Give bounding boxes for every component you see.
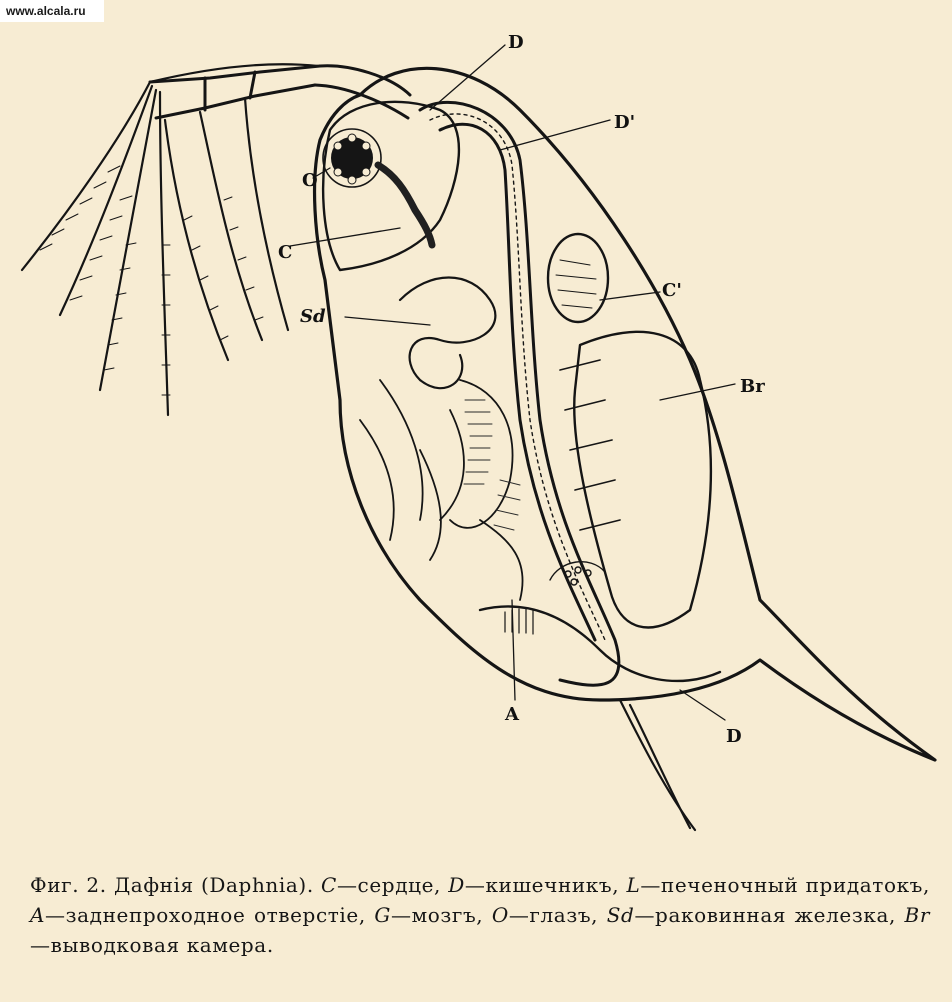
caption-text: —раковинная железка, bbox=[634, 903, 896, 927]
caption-text: —кишечникъ, bbox=[465, 873, 619, 897]
caption-key: L bbox=[626, 873, 640, 897]
label-d-right: D' bbox=[614, 112, 635, 133]
caption-text: —глазъ, bbox=[509, 903, 598, 927]
brood-partitions bbox=[560, 360, 620, 530]
tail-spine-right bbox=[630, 705, 690, 828]
label-a: A bbox=[504, 704, 520, 725]
caption-key: C bbox=[321, 873, 337, 897]
brain bbox=[378, 165, 432, 245]
postabdomen bbox=[480, 606, 720, 681]
shell-gland bbox=[400, 278, 495, 389]
heart bbox=[548, 234, 608, 322]
tail-spine-left bbox=[620, 700, 695, 830]
postabdomen-ridges bbox=[505, 609, 533, 634]
caption-key: A bbox=[30, 903, 45, 927]
setae-hairs bbox=[40, 166, 263, 395]
eggs bbox=[550, 562, 605, 585]
caption-text: —заднепроходное отверстіе, bbox=[45, 903, 366, 927]
caption-key: Br bbox=[905, 903, 930, 927]
label-c-right: C' bbox=[662, 280, 682, 301]
figure-caption: Фиг. 2. Дафнія (Daphnia). C—сердце, D—ки… bbox=[30, 870, 930, 960]
caption-key: Sd bbox=[607, 903, 635, 927]
caption-lead: Фиг. 2. Дафнія (Daphnia). bbox=[30, 873, 314, 897]
label-br: Br bbox=[740, 376, 765, 397]
caption-text: —мозгъ, bbox=[391, 903, 483, 927]
label-d-top: D bbox=[508, 32, 524, 53]
caption-text: —сердце, bbox=[337, 873, 441, 897]
caption-key: O bbox=[492, 903, 509, 927]
daphnia-illustration: D D' O C Sd C' Br A D bbox=[0, 0, 952, 850]
label-d-bottom: D bbox=[726, 726, 742, 747]
caption-text: —выводковая камера. bbox=[30, 933, 274, 957]
thoracic-legs bbox=[360, 380, 523, 600]
antenna-setae bbox=[22, 64, 318, 415]
caption-key: G bbox=[374, 903, 391, 927]
brood-chamber bbox=[574, 332, 711, 628]
label-eye: O bbox=[302, 170, 318, 191]
label-sd: Sd bbox=[300, 306, 326, 327]
carapace-outline bbox=[315, 68, 935, 760]
caption-text: —печеночный придатокъ, bbox=[640, 873, 930, 897]
compound-eye bbox=[323, 129, 381, 187]
caption-key: D bbox=[448, 873, 465, 897]
label-c-left: C bbox=[278, 242, 292, 263]
